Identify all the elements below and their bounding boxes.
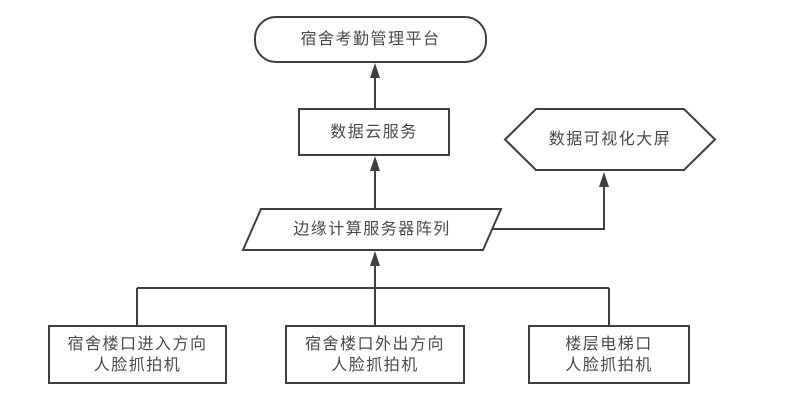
arrowhead-to-edge — [370, 251, 380, 266]
arrowhead-to-platform — [370, 63, 380, 78]
edge-servers-node-shape — [241, 208, 503, 251]
arrowhead-to-screen — [599, 172, 609, 187]
platform-node-shape — [254, 16, 487, 63]
camera-exit-node-shape — [285, 325, 465, 384]
connector-edge-to-screen — [493, 186, 605, 230]
visual-screen-node-shape — [503, 108, 717, 171]
cloud-service-node-shape — [298, 108, 450, 156]
camera-elevator-node-shape — [528, 325, 690, 384]
camera-entry-node-shape — [48, 325, 227, 384]
arrowhead-to-cloud — [370, 156, 380, 171]
